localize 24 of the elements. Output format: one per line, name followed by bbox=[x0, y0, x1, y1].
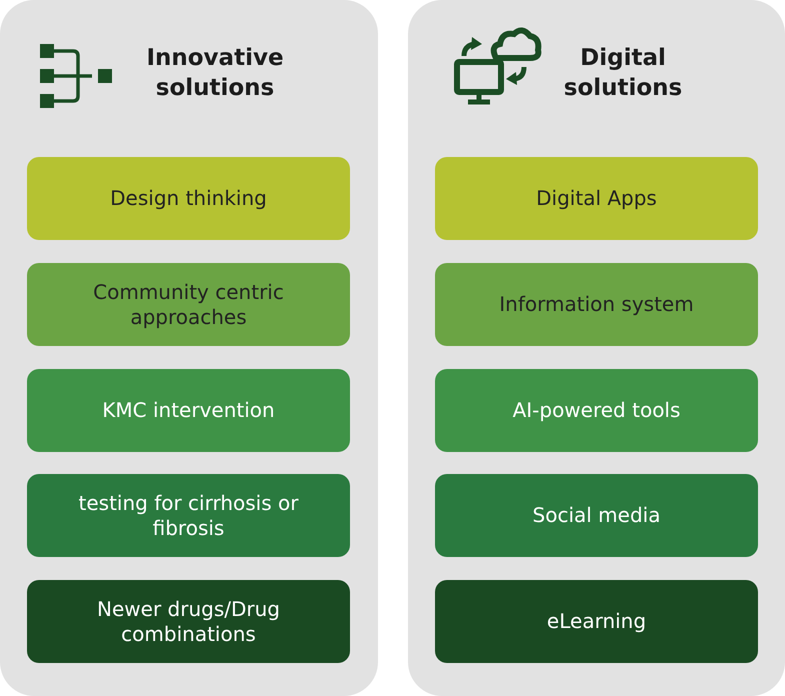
solution-box bbox=[435, 369, 758, 452]
panel-heading: Innovative solutions bbox=[145, 44, 285, 103]
solution-box bbox=[435, 580, 758, 663]
solution-box bbox=[27, 369, 350, 452]
solution-label: KMC intervention bbox=[101, 398, 276, 423]
solution-label: Information system bbox=[498, 292, 695, 317]
solution-label: Community centric approaches bbox=[92, 280, 285, 330]
solution-label: testing for cirrhosis or fibrosis bbox=[78, 490, 300, 540]
solution-box bbox=[27, 263, 350, 346]
solution-label: Digital Apps bbox=[535, 186, 658, 211]
panel-card bbox=[0, 0, 378, 696]
solution-label: Newer drugs/Drug combinations bbox=[96, 596, 281, 646]
solution-label: eLearning bbox=[546, 609, 648, 634]
solution-label: AI-powered tools bbox=[512, 398, 682, 423]
solution-box bbox=[27, 157, 350, 240]
solution-box bbox=[27, 474, 350, 557]
solution-box bbox=[27, 580, 350, 663]
solution-box bbox=[435, 157, 758, 240]
solution-label: Social media bbox=[532, 503, 662, 528]
panel-card bbox=[408, 0, 785, 696]
solution-label: Design thinking bbox=[109, 186, 268, 211]
solution-box bbox=[435, 263, 758, 346]
solution-box bbox=[435, 474, 758, 557]
panel-heading: Digital solutions bbox=[562, 44, 684, 103]
